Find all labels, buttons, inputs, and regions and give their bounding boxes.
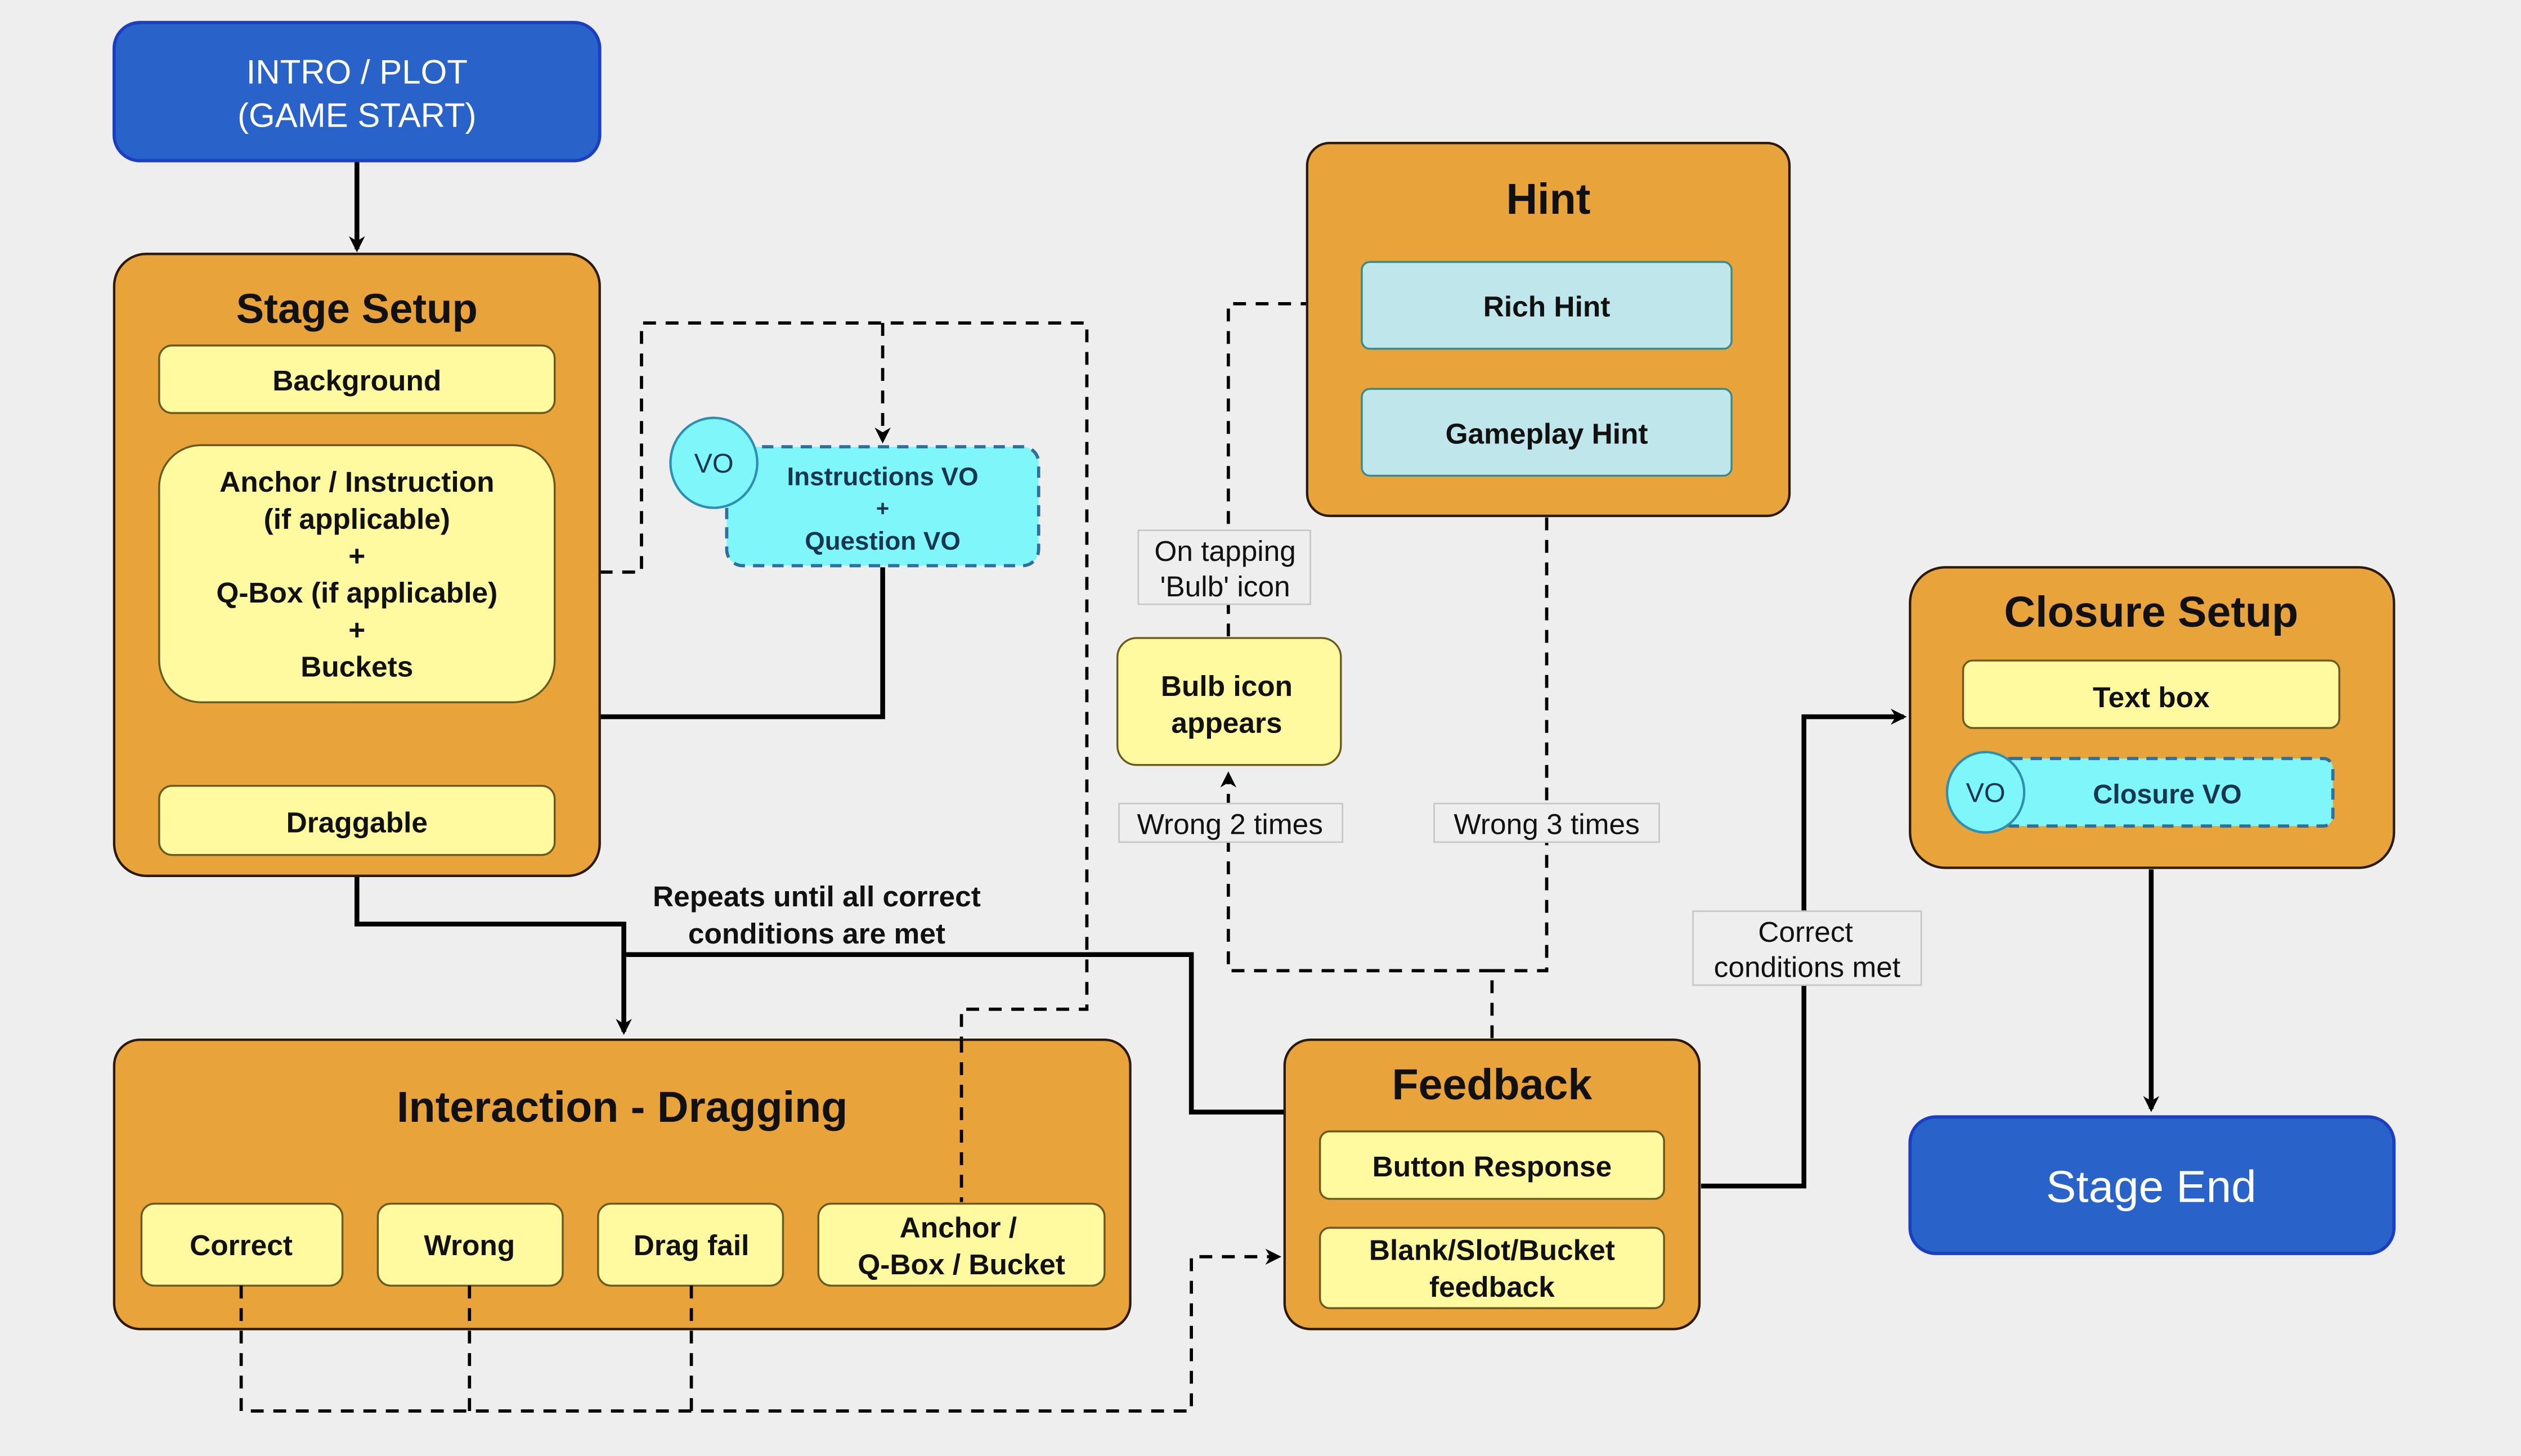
intro-node[interactable]: INTRO / PLOT (GAME START) <box>113 21 602 163</box>
anchor-qbox-line-1: Anchor / <box>900 1211 1017 1244</box>
background-label: Background <box>272 364 441 397</box>
closure-vo-badge <box>1945 751 2026 834</box>
stage-end-label: Stage End <box>2046 1162 2257 1212</box>
closure-vo-label: Closure VO <box>2093 779 2241 810</box>
anchor-line-2: (if applicable) <box>264 502 450 535</box>
gameplay-hint-label: Gameplay Hint <box>1446 417 1648 450</box>
correct-conditions-label: Correct conditions met <box>1692 910 1922 986</box>
correct-met-line-1: Correct <box>1758 915 1853 948</box>
anchor-instruction-item[interactable]: Anchor / Instruction (if applicable) + Q… <box>158 444 556 704</box>
draggable-label: Draggable <box>286 806 428 839</box>
interaction-dragging-node[interactable]: Interaction - Dragging Correct Wrong Dra… <box>113 1039 1132 1331</box>
wrong-item[interactable]: Wrong <box>376 1202 564 1287</box>
intro-line-2: (GAME START) <box>237 97 476 134</box>
closure-setup-node[interactable]: Closure Setup Text box VO Closure VO <box>1909 566 2396 869</box>
blank-slot-line-1: Blank/Slot/Bucket <box>1369 1234 1615 1266</box>
on-tapping-line-1: On tapping <box>1154 534 1296 567</box>
rich-hint-item[interactable]: Rich Hint <box>1361 260 1733 350</box>
correct-item[interactable]: Correct <box>140 1202 344 1287</box>
edge-feedback-to-branches <box>1220 771 1494 1039</box>
correct-met-line-2: conditions met <box>1714 951 1901 983</box>
instructions-vo-line-3: Question VO <box>805 527 961 555</box>
button-response-label: Button Response <box>1372 1150 1612 1183</box>
edge-feedback-repeat-loop <box>623 952 1285 1115</box>
feedback-node[interactable]: Feedback Button Response Blank/Slot/Buck… <box>1283 1039 1701 1331</box>
bulb-icon-node[interactable]: Bulb icon appears <box>1116 637 1342 766</box>
interaction-title: Interaction - Dragging <box>397 1083 847 1131</box>
background-item[interactable]: Background <box>158 344 556 414</box>
gameplay-hint-item[interactable]: Gameplay Hint <box>1361 388 1733 477</box>
instructions-vo-line-1: Instructions VO <box>787 462 978 491</box>
wrong-3-times-label: Wrong 3 times <box>1433 802 1660 843</box>
hint-node[interactable]: Hint Rich Hint Gameplay Hint <box>1306 142 1791 518</box>
repeats-label: Repeats until all correct conditions are… <box>653 880 981 950</box>
bulb-line-2: appears <box>1171 707 1282 739</box>
text-box-label: Text box <box>2093 681 2210 713</box>
hint-title: Hint <box>1506 175 1590 223</box>
text-box-item[interactable]: Text box <box>1962 659 2340 729</box>
wrong-label: Wrong <box>424 1229 515 1261</box>
blank-slot-line-2: feedback <box>1429 1270 1555 1303</box>
anchor-line-6: Buckets <box>300 650 413 683</box>
stage-setup-title: Stage Setup <box>236 285 478 332</box>
button-response-item[interactable]: Button Response <box>1319 1130 1665 1200</box>
anchor-qbox-line-2: Q-Box / Bucket <box>858 1248 1065 1280</box>
wrong-2-times-label: Wrong 2 times <box>1118 802 1344 843</box>
vo-badge-label: VO <box>694 448 733 479</box>
closure-setup-title: Closure Setup <box>2004 588 2298 636</box>
wrong-2-times-text: Wrong 2 times <box>1137 808 1322 841</box>
vo-badge <box>669 416 759 509</box>
draggable-item[interactable]: Draggable <box>158 785 556 856</box>
intro-line-1: INTRO / PLOT <box>246 53 468 91</box>
instructions-vo-line-2: + <box>876 496 889 521</box>
anchor-line-4: Q-Box (if applicable) <box>216 576 497 609</box>
closure-vo-badge-label: VO <box>1966 778 2005 808</box>
drag-fail-item[interactable]: Drag fail <box>597 1202 784 1287</box>
instructions-vo-node[interactable]: VO Instructions VO + Question VO <box>669 416 1040 568</box>
correct-label: Correct <box>190 1229 293 1261</box>
wrong-3-times-text: Wrong 3 times <box>1454 808 1639 841</box>
stage-end-node[interactable]: Stage End <box>1908 1115 2396 1255</box>
edge-draggable-to-interaction <box>355 856 632 1035</box>
feedback-title: Feedback <box>1392 1060 1593 1109</box>
repeats-line-2: conditions are met <box>688 917 945 950</box>
on-tapping-label: On tapping 'Bulb' icon <box>1137 529 1311 605</box>
drag-fail-label: Drag fail <box>634 1229 750 1261</box>
closure-vo-item[interactable]: VO Closure VO <box>1945 751 2335 834</box>
on-tapping-line-2: 'Bulb' icon <box>1160 570 1290 603</box>
edge-wrong3-to-gameplay-hint <box>1492 479 1555 973</box>
anchor-line-1: Anchor / Instruction <box>219 465 494 498</box>
anchor-line-5: + <box>348 613 365 646</box>
blank-slot-bucket-item[interactable]: Blank/Slot/Bucket feedback <box>1319 1226 1665 1309</box>
rich-hint-label: Rich Hint <box>1483 290 1611 323</box>
anchor-line-3: + <box>348 539 365 572</box>
anchor-qbox-bucket-item[interactable]: Anchor / Q-Box / Bucket <box>817 1202 1106 1287</box>
repeats-line-1: Repeats until all correct <box>653 880 981 913</box>
stage-setup-node[interactable]: Stage Setup Background Anchor / Instruct… <box>113 253 601 877</box>
bulb-line-1: Bulb icon <box>1161 669 1293 702</box>
